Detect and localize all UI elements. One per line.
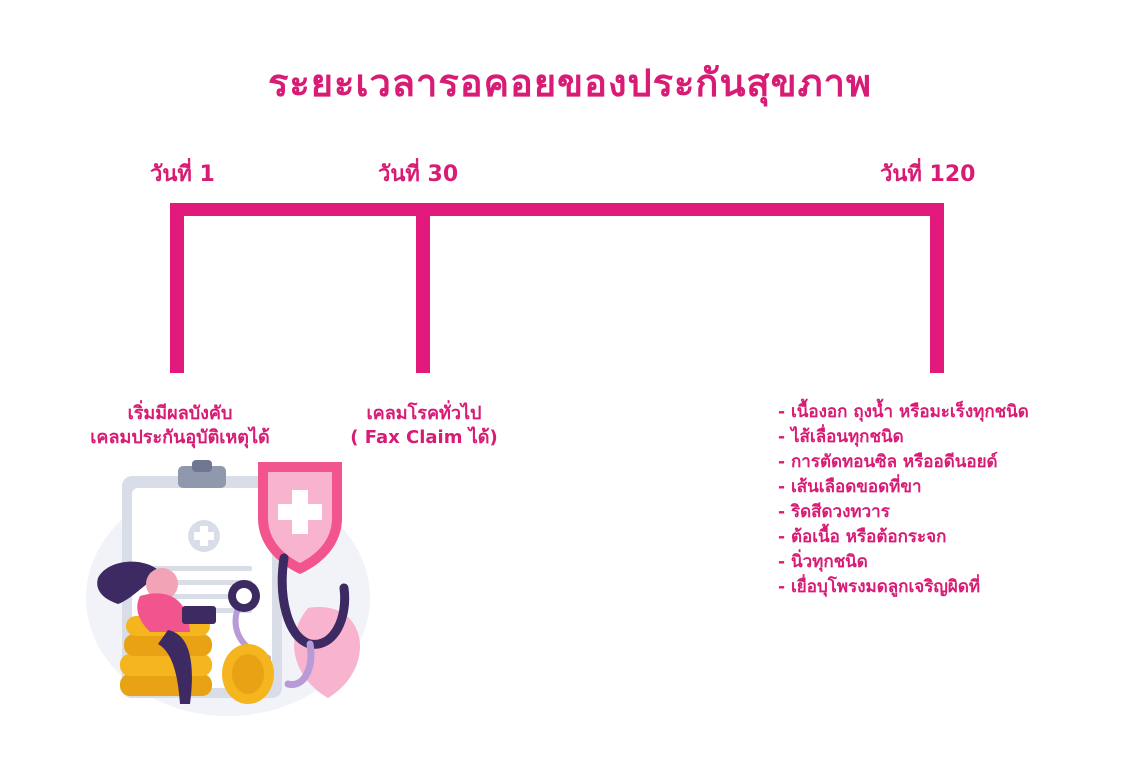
shield-icon — [258, 462, 342, 574]
list-item: - ไส้เลื่อนทุกชนิด — [778, 427, 904, 447]
list-item: - ต้อเนื้อ หรือต้อกระจก — [778, 527, 947, 547]
day-30-line-1: เคลมโรคทั่วไป — [366, 403, 482, 424]
day-30-description: เคลมโรคทั่วไป ( Fax Claim ได้) — [330, 402, 518, 450]
day-120-label: วันที่ 120 — [880, 162, 976, 187]
day-1-label: วันที่ 1 — [150, 162, 215, 187]
list-item: - การตัดทอนซิล หรืออดีนอยด์ — [778, 452, 998, 472]
day-1-line-1: เริ่มมีผลบังคับ — [127, 403, 233, 424]
person-icon — [97, 561, 216, 704]
timeline-tick-day-120 — [930, 203, 944, 373]
timeline-tick-day-1 — [170, 203, 184, 373]
list-item: - นิ่วทุกชนิด — [778, 552, 868, 572]
timeline-lines — [170, 203, 944, 373]
list-item: - ริดสีดวงทวาร — [778, 502, 890, 522]
day-30-label: วันที่ 30 — [378, 162, 459, 187]
list-item: - เยื่อบุโพรงมดลูกเจริญผิดที่ — [778, 577, 981, 597]
health-insurance-illustration — [86, 460, 370, 716]
day-30-line-2: ( Fax Claim ได้) — [350, 427, 498, 448]
timeline-tick-day-30 — [416, 203, 430, 373]
day-1-line-2: เคลมประกันอุบัติเหตุได้ — [90, 427, 270, 448]
stethoscope-icon — [228, 553, 350, 688]
timeline-horizontal-bar — [170, 203, 944, 216]
list-item: - เนื้องอก ถุงน้ำ หรือมะเร็งทุกชนิด — [778, 402, 1029, 422]
day-120-conditions-list: - เนื้องอก ถุงน้ำ หรือมะเร็งทุกชนิด - ไส… — [778, 400, 1029, 600]
page-title: ระยะเวลารอคอยของประกันสุขภาพ — [267, 61, 873, 105]
day-1-description: เริ่มมีผลบังคับ เคลมประกันอุบัติเหตุได้ — [62, 402, 298, 450]
decorative-leaf — [294, 607, 361, 698]
list-item: - เส้นเลือดขอดที่ขา — [778, 477, 922, 497]
